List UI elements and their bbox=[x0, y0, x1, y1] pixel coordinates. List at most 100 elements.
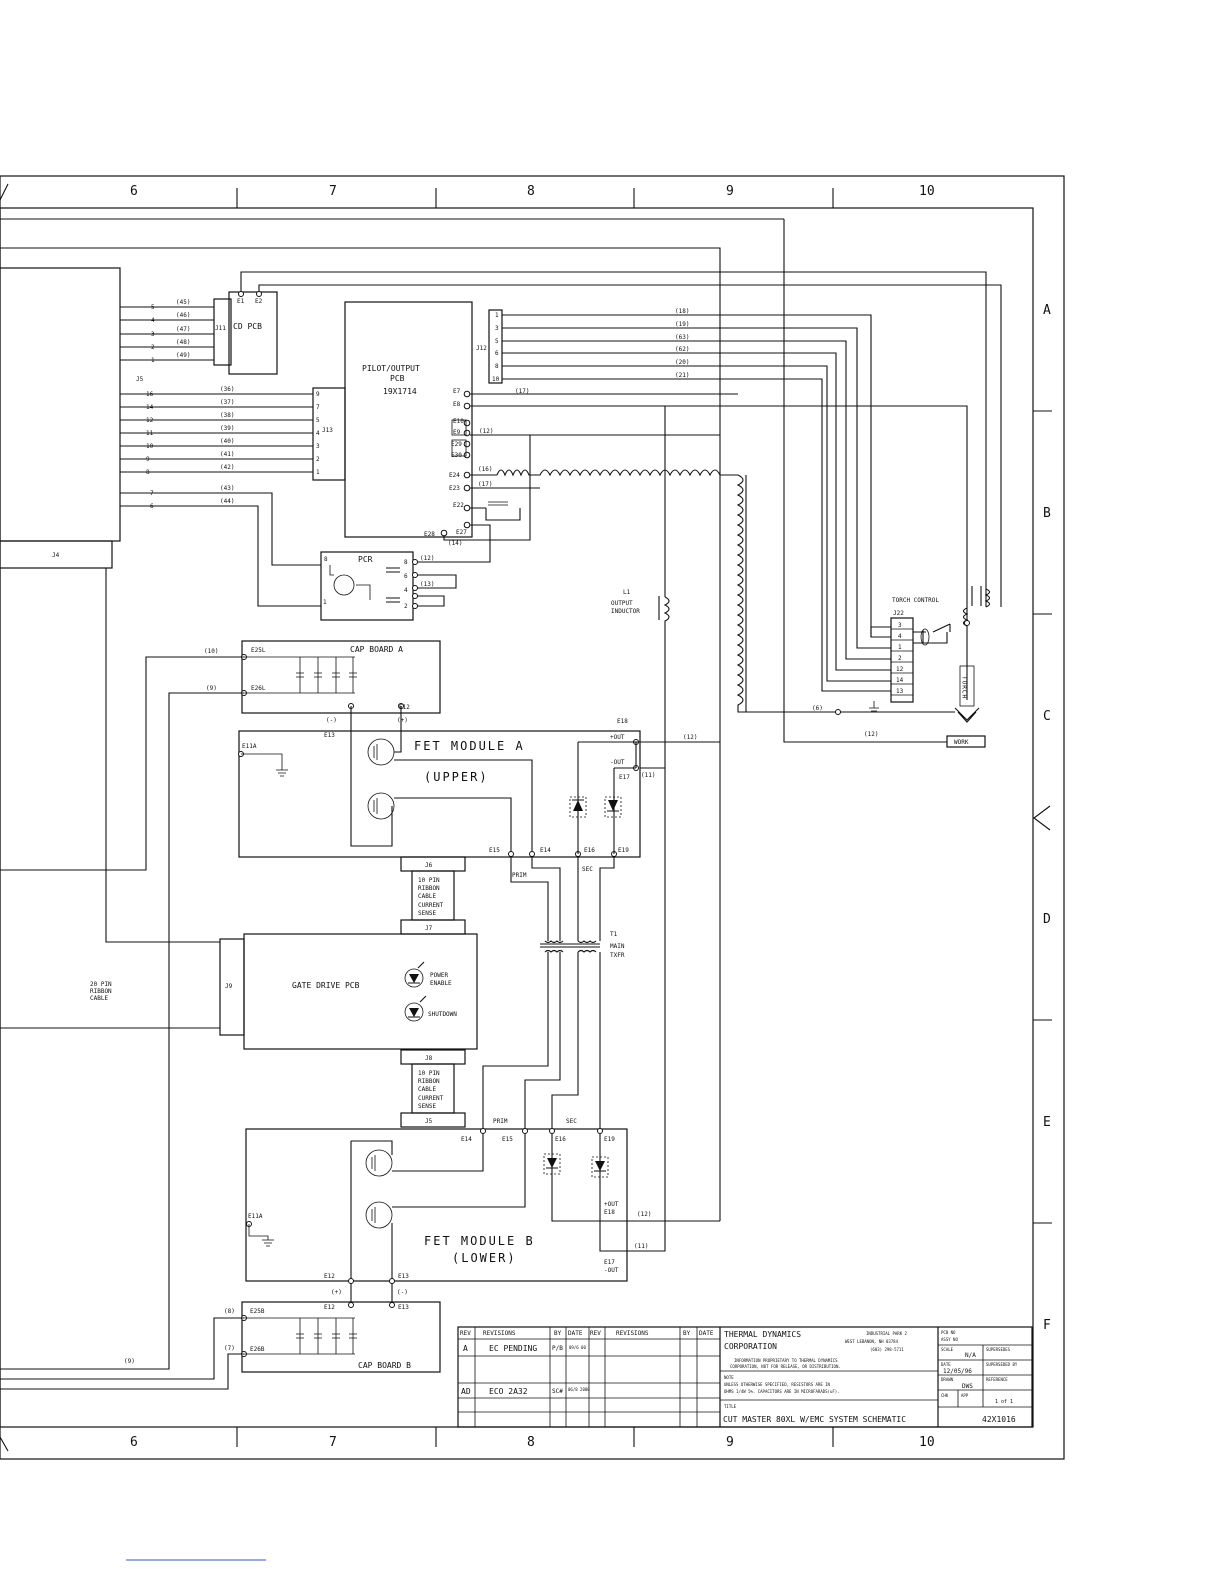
torch-pin-13: 13 bbox=[896, 688, 904, 695]
cap-b-e13: E13 bbox=[398, 1304, 409, 1311]
j5-pin-16: 16 bbox=[146, 391, 154, 398]
tb-company-1: THERMAL DYNAMICS bbox=[724, 1330, 801, 1339]
torch-pin-2: 2 bbox=[898, 655, 902, 662]
tb-prop-1: INFORMATION PROPRIETARY TO THERMAL DYNAM… bbox=[734, 1358, 838, 1363]
torch-pin-12: 12 bbox=[896, 666, 904, 673]
fet-a-e19: E19 bbox=[618, 847, 629, 854]
tb-row1-date: 09/6 00 bbox=[569, 1345, 586, 1350]
tb-h-rev2: REV bbox=[590, 1330, 601, 1337]
tb-pcb-no: PCB NO bbox=[941, 1330, 956, 1335]
cd-pin-1: 5 bbox=[151, 304, 155, 311]
fet-b-e18: E18 bbox=[604, 1209, 615, 1216]
cd-j11: J11 bbox=[215, 325, 226, 332]
term-e27: E27 bbox=[456, 529, 467, 536]
cap-b-e26b: E26B bbox=[250, 1346, 265, 1353]
zone-right-b: B bbox=[1043, 506, 1051, 521]
tb-h-revisions2: REVISIONS bbox=[616, 1330, 649, 1337]
tb-h-rev: REV bbox=[460, 1330, 471, 1337]
tb-sheet: 1 of 1 bbox=[995, 1399, 1013, 1405]
wire-13: (13) bbox=[420, 581, 434, 588]
cd-pin-2: 4 bbox=[151, 317, 155, 324]
pcr-pin-2: 2 bbox=[404, 603, 408, 610]
fet-module-b bbox=[245, 1128, 720, 1305]
pilot-line2: PCB bbox=[390, 374, 405, 383]
fet-a-e15: E15 bbox=[489, 847, 500, 854]
gate-drive-enable: ENABLE bbox=[430, 980, 452, 987]
zone-top-6: 6 bbox=[130, 184, 138, 199]
j12-wire-62: (62) bbox=[675, 346, 689, 353]
tb-note-h: NOTE bbox=[724, 1375, 734, 1380]
cd-wire-5: (49) bbox=[176, 352, 190, 359]
j12-pin-1: 1 bbox=[495, 312, 499, 319]
cd-pin-5: 1 bbox=[151, 357, 155, 364]
j5-pin-9: 9 bbox=[146, 456, 150, 463]
tb-h-date: DATE bbox=[568, 1330, 583, 1337]
j7-label: J7 bbox=[425, 925, 433, 932]
term-e9: E9 bbox=[453, 429, 461, 436]
wire-11: (11) bbox=[641, 772, 655, 779]
j5-pin-8: 8 bbox=[146, 469, 150, 476]
ribbon-top-4: CURRENT bbox=[418, 902, 444, 909]
output-inductor bbox=[636, 596, 670, 1252]
j5-wire-36: (36) bbox=[220, 386, 234, 393]
ribbon-bottom-4: CURRENT bbox=[418, 1095, 444, 1102]
wire-8: (8) bbox=[224, 1308, 235, 1315]
pilot-j12: J12 bbox=[476, 345, 487, 352]
cd-wire-1: (45) bbox=[176, 299, 190, 306]
fet-b-e17: E17 bbox=[604, 1259, 615, 1266]
torch-pin-14: 14 bbox=[896, 677, 904, 684]
ribbon-bottom-1: 10 PIN bbox=[418, 1070, 440, 1077]
wire-9b: (9) bbox=[124, 1358, 135, 1365]
zone-right-a: A bbox=[1043, 303, 1051, 318]
wire-14: (14) bbox=[448, 540, 462, 547]
fet-b-title: FET MODULE B bbox=[424, 1234, 535, 1248]
wire-9-path bbox=[0, 692, 244, 1370]
zone-bottom-9: 9 bbox=[726, 1435, 734, 1450]
gate-drive-j9: J9 bbox=[225, 983, 233, 990]
ribbon-20-2: RIBBON bbox=[90, 988, 112, 995]
pcr-pin-8b: 8 bbox=[404, 559, 408, 566]
torch-label: TORCH bbox=[961, 676, 968, 699]
gate-drive-shutdown: SHUTDOWN bbox=[428, 1011, 457, 1018]
cap-a-plus: (+) bbox=[397, 717, 408, 724]
cap-board-a bbox=[241, 640, 441, 714]
fet-a-out-pos: +OUT bbox=[610, 734, 625, 741]
zone-bottom-8: 8 bbox=[527, 1435, 535, 1450]
wire-12a: (12) bbox=[479, 428, 493, 435]
tb-drawn-h: DRAWN bbox=[941, 1377, 954, 1382]
zone-right-c: C bbox=[1043, 709, 1051, 724]
pcr-pin-6: 6 bbox=[404, 573, 408, 580]
wire-12e: (12) bbox=[864, 731, 878, 738]
pcr-pin-4: 4 bbox=[404, 587, 408, 594]
j12-pin-3: 3 bbox=[495, 325, 499, 332]
wire-10: (10) bbox=[204, 648, 218, 655]
tb-scale-h: SCALE bbox=[941, 1347, 954, 1352]
fet-a-e17: E17 bbox=[619, 774, 630, 781]
j13-pin-7: 7 bbox=[316, 404, 320, 411]
wire-16: (16) bbox=[478, 466, 492, 473]
tb-addr-1: INDUSTRIAL PARK 2 bbox=[866, 1331, 908, 1336]
j12-wire-21: (21) bbox=[675, 372, 689, 379]
tb-addr-3: (603) 298-5711 bbox=[870, 1347, 904, 1352]
wire-e2 bbox=[258, 284, 1002, 607]
zone-bottom-10: 10 bbox=[919, 1435, 935, 1450]
torch-pin-1: 1 bbox=[898, 644, 902, 651]
zone-top-10: 10 bbox=[919, 184, 935, 199]
cd-wire-4: (48) bbox=[176, 339, 190, 346]
ribbon-top-1: 10 PIN bbox=[418, 877, 440, 884]
tb-row2-desc: ECO 2A32 bbox=[489, 1387, 528, 1396]
tb-row1-by: P/B bbox=[552, 1345, 563, 1352]
j13-pin-3: 3 bbox=[316, 443, 320, 450]
cd-wire-3: (47) bbox=[176, 326, 190, 333]
wire-11b: (11) bbox=[634, 1243, 648, 1250]
pcr-pin-1: 1 bbox=[323, 599, 327, 606]
j12-pin-6: 6 bbox=[495, 350, 499, 357]
cd-pcb-wires bbox=[120, 306, 214, 361]
pcr-relay bbox=[320, 551, 418, 621]
j5-wire-44: (44) bbox=[220, 498, 234, 505]
j5-pin-14: 14 bbox=[146, 404, 154, 411]
pilot-line1: PILOT/OUTPUT bbox=[362, 364, 420, 373]
zone-bottom-7: 7 bbox=[329, 1435, 337, 1450]
zone-top-7: 7 bbox=[329, 184, 337, 199]
torch-j22: J22 bbox=[893, 610, 904, 617]
